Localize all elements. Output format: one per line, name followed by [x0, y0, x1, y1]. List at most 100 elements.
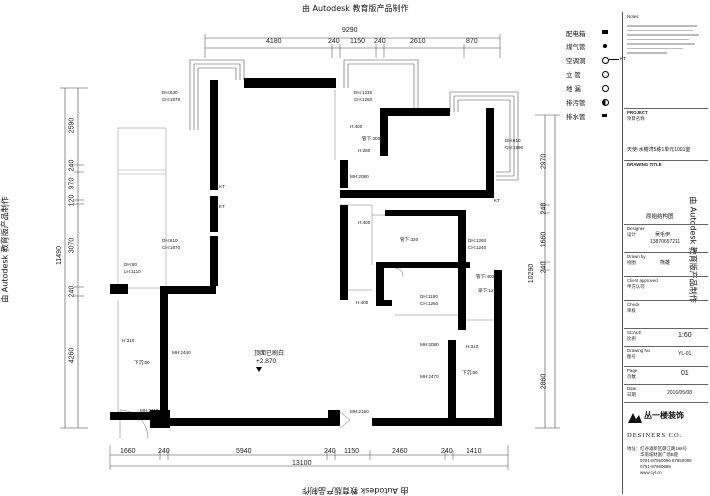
wall — [448, 340, 456, 420]
drawn-by-label: Drawn by — [627, 254, 646, 259]
legend-label: 排污管 — [566, 100, 586, 107]
ceiling-note: 顶面已刷白 — [254, 351, 285, 357]
plan-label: CH:1890 — [505, 145, 524, 150]
plan-label: H:400 — [358, 220, 371, 225]
tb-divider — [624, 384, 708, 385]
wall — [328, 410, 340, 426]
legend-label: 煤气管 — [566, 44, 586, 51]
dim-top-total: 9290 — [342, 27, 358, 34]
drawn-by-name: 熊雄 — [660, 260, 671, 266]
ac-line-icon — [609, 59, 619, 60]
wall — [210, 80, 218, 128]
project-name: 天使·水榭湾5栋1单元1001室 — [627, 147, 691, 153]
plan-label: DH:630 — [162, 90, 178, 95]
plan-label: CH:1260 — [420, 301, 439, 306]
address: 地址：红谷滩新区赣江路168号 — [627, 446, 688, 451]
plan-label: 管下:320 — [400, 237, 419, 242]
phone2: 0791-87550688 — [640, 464, 671, 469]
plan-label: DH:80 — [124, 262, 138, 267]
phone1: 0791-87550096 87550099 — [640, 458, 692, 463]
plan-label: H:280 — [358, 148, 371, 153]
dim-bottom-seg: 1410 — [466, 448, 482, 455]
ac-hole-icon — [602, 57, 609, 64]
dim-right-seg: 2860 — [540, 373, 548, 390]
plan-label: CH:1870 — [162, 97, 181, 102]
dim-bottom-seg: 240 — [324, 448, 336, 455]
dim-bottom-seg: 240 — [158, 448, 170, 455]
project-sub: 项目名称 — [627, 116, 645, 121]
plan-label: MH:2080 — [350, 174, 369, 179]
legend-label: 立 管 — [566, 72, 581, 79]
plan-label: H:400 — [350, 124, 363, 129]
designer-label: Designer — [627, 226, 645, 231]
distribution-box-icon — [602, 30, 608, 34]
dim-bottom-total: 13100 — [292, 460, 312, 467]
notes-label: Notes — [627, 14, 639, 19]
designers-text: DESINERS CO. — [627, 432, 683, 439]
legend-label: 配电箱 — [566, 31, 586, 38]
dim-left-seg: 4260 — [68, 347, 76, 364]
tb-divider — [624, 346, 708, 347]
dim-bottom-seg: 1660 — [120, 448, 136, 455]
drawn-by-cn: 绘图 — [627, 260, 636, 265]
date-cn: 日期 — [627, 392, 636, 397]
ceiling-level: +2.870 — [256, 358, 277, 365]
plan-label: H:310 — [122, 338, 135, 343]
dim-top-seg: 4180 — [266, 38, 282, 45]
dim-left-seg: 120 — [68, 194, 76, 207]
dim-left-seg: 970 — [68, 177, 76, 190]
wall — [210, 118, 218, 190]
legend-label: 空调洞 — [566, 58, 586, 65]
plan-label: 管下:400 — [476, 274, 495, 279]
date-value: 2016/05/08 — [667, 390, 693, 396]
plan-label: KT — [219, 184, 225, 189]
drawing-title: 原始结构图 — [646, 214, 674, 220]
address2: 华南城财富广场B座 — [640, 452, 679, 457]
wall — [160, 418, 336, 426]
plan-label: DH:1230 — [354, 90, 373, 95]
dim-bottom-seg: 2460 — [392, 448, 408, 455]
dim-right-seg: 2970 — [540, 153, 548, 170]
drawing-no-cn: 图号 — [627, 354, 636, 359]
dim-left-seg: 2590 — [68, 117, 76, 134]
tb-divider — [624, 328, 708, 329]
wall — [380, 108, 388, 156]
plan-label: KT — [494, 198, 500, 203]
dim-right-total: 10290 — [528, 263, 536, 284]
plan-label: 下沉:60 — [134, 360, 150, 365]
dim-top-seg: 2610 — [410, 38, 426, 45]
dim-top-seg: 1150 — [350, 38, 366, 45]
tb-divider — [624, 276, 708, 277]
plan-label: MH:2080 — [420, 342, 439, 347]
date-label: Date — [627, 386, 637, 391]
plan-label: DH:610 — [505, 138, 521, 143]
dim-right-seg: 1660 — [540, 231, 548, 248]
gas-pipe-icon — [603, 44, 607, 48]
designer-cn: 设计 — [627, 232, 636, 237]
riser-pipe-icon — [602, 71, 609, 78]
plan-label: MH:2440 — [172, 350, 191, 355]
dim-bottom-seg: 240 — [441, 448, 453, 455]
plan-label: LH:1110 — [124, 269, 141, 274]
drain-pipe-icon — [602, 114, 607, 117]
page-value: 01 — [681, 370, 689, 377]
plan-label: DH:1260 — [468, 238, 487, 243]
tb-divider — [624, 224, 708, 225]
dim-top-seg: 240 — [374, 38, 386, 45]
plan-label: DH:1190 — [420, 294, 438, 299]
check-cn: 审核 — [627, 308, 636, 313]
dim-left-total: 11490 — [55, 246, 63, 265]
designer-name: 吴毛伊 — [655, 232, 671, 238]
dim-left-seg: 240 — [68, 285, 76, 298]
tb-divider — [624, 108, 708, 109]
plan-label: H:400 — [356, 300, 369, 305]
scale-cn: 比例 — [627, 336, 636, 341]
dim-top-seg: 870 — [466, 38, 478, 45]
wall — [372, 418, 502, 426]
plan-label: KT — [219, 204, 225, 209]
scale-value: 1:60 — [678, 332, 692, 339]
check-label: Check — [627, 302, 640, 307]
floor-drain-icon — [602, 85, 609, 92]
wall — [244, 78, 336, 88]
